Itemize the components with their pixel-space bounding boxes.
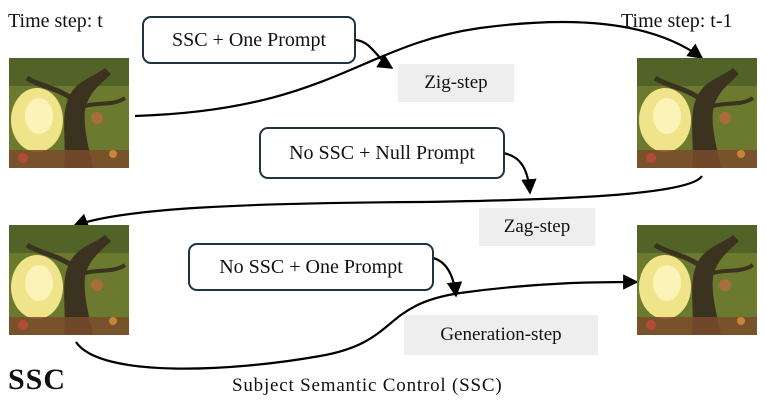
zag-prompt-box: No SSC + Null Prompt — [259, 127, 505, 179]
time-step-t-label: Time step: t — [8, 10, 103, 32]
zag-step-curve — [72, 175, 703, 229]
zag-prompt-text: No SSC + Null Prompt — [289, 142, 475, 164]
zig-step-label: Zig-step — [398, 64, 514, 102]
image-t-1 — [637, 58, 757, 168]
image-generation-result — [637, 225, 757, 335]
generation-prompt-box: No SSC + One Prompt — [188, 243, 434, 291]
zig-prompt-text: SSC + One Prompt — [171, 29, 327, 51]
tree-painting-icon — [637, 225, 757, 335]
time-step-t-1-label: Time step: t-1 — [621, 10, 733, 32]
generation-step-label: Generation-step — [404, 315, 598, 355]
generation-prompt-text: No SSC + One Prompt — [219, 256, 403, 278]
generation-prompt-arrow — [432, 256, 463, 298]
ssc-caption: Subject Semantic Control (SSC) — [232, 375, 503, 396]
tree-painting-icon — [9, 225, 129, 335]
ssc-abbreviation: SSC — [8, 363, 67, 396]
generation-step-curve — [75, 274, 639, 370]
zig-prompt-box: SSC + One Prompt — [142, 16, 356, 64]
image-zag-result — [9, 225, 129, 335]
zig-prompt-arrow — [355, 38, 394, 69]
zag-step-label: Zag-step — [479, 208, 595, 246]
zig-step-curve — [134, 20, 704, 118]
tree-painting-icon — [637, 58, 757, 168]
zag-prompt-arrow — [502, 151, 537, 195]
image-t — [9, 58, 129, 168]
tree-painting-icon — [9, 58, 129, 168]
